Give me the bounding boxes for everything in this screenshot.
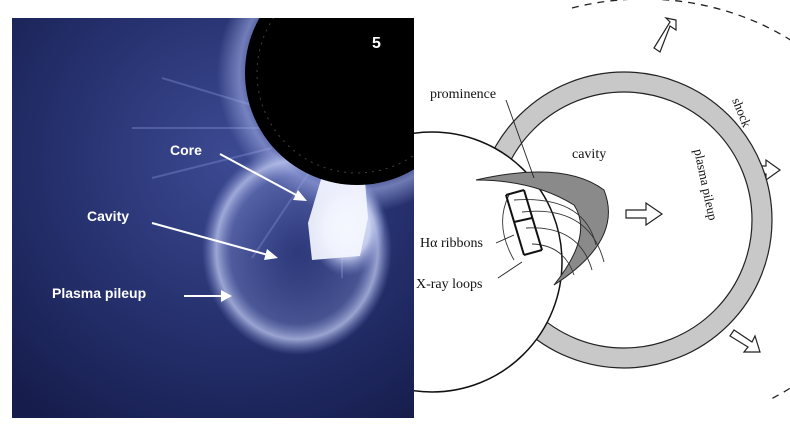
halpha-ribbons [505, 189, 543, 256]
schem-label-pileup: plasma pileup [691, 148, 721, 222]
xray-loops [502, 194, 605, 276]
corner-mark: 5 [372, 35, 381, 52]
arrow-pileup [184, 290, 232, 302]
coronagraph-image: 5 Core Cavity Plasma pileup [12, 18, 414, 418]
schem-label-prominence: prominence [430, 87, 496, 102]
prominence-crescent [475, 171, 609, 286]
photo-label-pileup: Plasma pileup [52, 285, 146, 301]
arrow-core [219, 153, 307, 201]
core-bright-region [308, 168, 368, 260]
photo-label-core: Core [170, 142, 202, 158]
solar-disk [414, 131, 563, 393]
schem-label-cavity: cavity [572, 147, 606, 162]
cme-schematic: prominence cavity Hα ribbons X-ray loops… [414, 0, 790, 430]
photo-label-cavity: Cavity [87, 208, 129, 224]
leader-lines [495, 99, 535, 279]
occulting-disk [245, 18, 414, 185]
plasma-pileup-ring [475, 71, 773, 369]
arrow-cavity [151, 222, 278, 260]
schem-label-ribbons: Hα ribbons [420, 236, 483, 251]
schem-label-xray: X-ray loops [416, 277, 483, 292]
cavity-expansion-arrow [625, 201, 664, 227]
